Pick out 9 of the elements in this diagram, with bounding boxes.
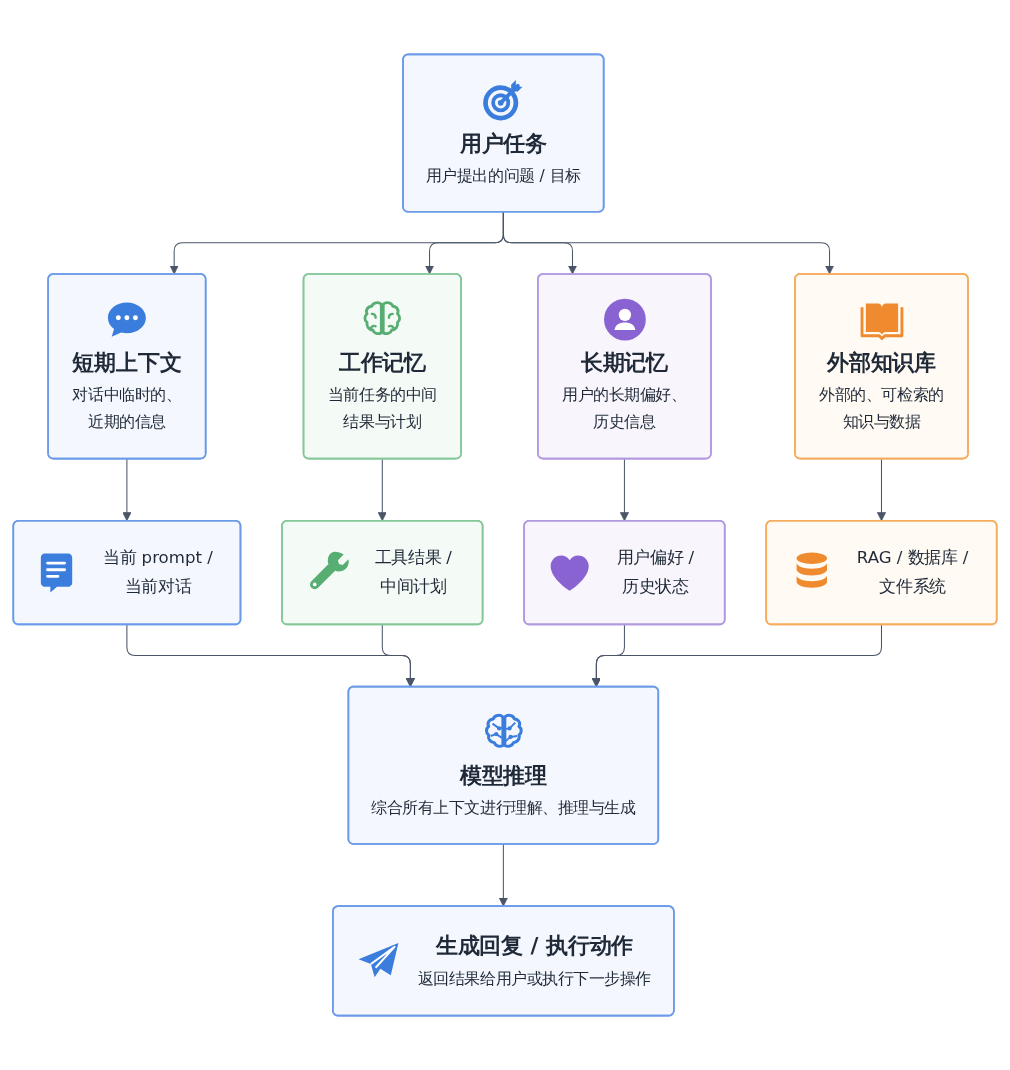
- arrow: [591, 623, 882, 687]
- arrow: [377, 458, 387, 522]
- arrow: [126, 623, 415, 687]
- arrow: [876, 458, 887, 522]
- arrow: [498, 843, 508, 907]
- arrow: [381, 623, 415, 687]
- arrow: [502, 211, 835, 275]
- arrow: [122, 458, 132, 522]
- arrow: [619, 458, 629, 522]
